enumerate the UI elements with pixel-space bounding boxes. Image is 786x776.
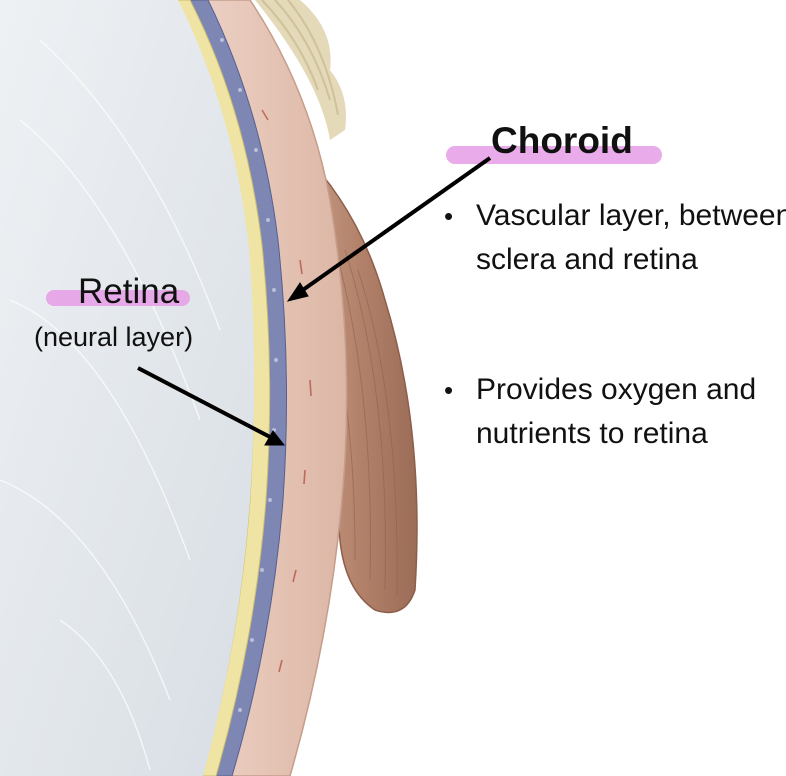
choroid-point-list: • Vascular layer, between sclera and ret… (440, 194, 786, 282)
choroid-point-1: • Vascular layer, between sclera and ret… (440, 194, 786, 282)
choroid-highlight (446, 146, 662, 164)
vitreous-body (0, 0, 255, 776)
choroid-point-text: Vascular layer, between sclera and retin… (476, 199, 786, 276)
choroid-label: Choroid (491, 120, 633, 161)
bullet-icon: • (444, 375, 454, 405)
retina-sublabel: (neural layer) (34, 322, 194, 352)
retina-arrow (137, 366, 286, 446)
nerve-fibers (255, 0, 346, 140)
choroid-point-list-2: • Provides oxygen and nutrients to retin… (440, 368, 786, 456)
choroid-point-text: Provides oxygen and nutrients to retina (476, 373, 757, 450)
choroid-arrow (286, 156, 492, 302)
vitreous-fibers (0, 39, 221, 771)
retina-label: Retina (78, 272, 180, 311)
sclera-vessels (261, 109, 312, 673)
choroid-texture (220, 38, 278, 712)
bullet-icon: • (444, 201, 454, 231)
choroid-point-2: • Provides oxygen and nutrients to retin… (440, 368, 786, 456)
retina-highlight (46, 290, 190, 306)
